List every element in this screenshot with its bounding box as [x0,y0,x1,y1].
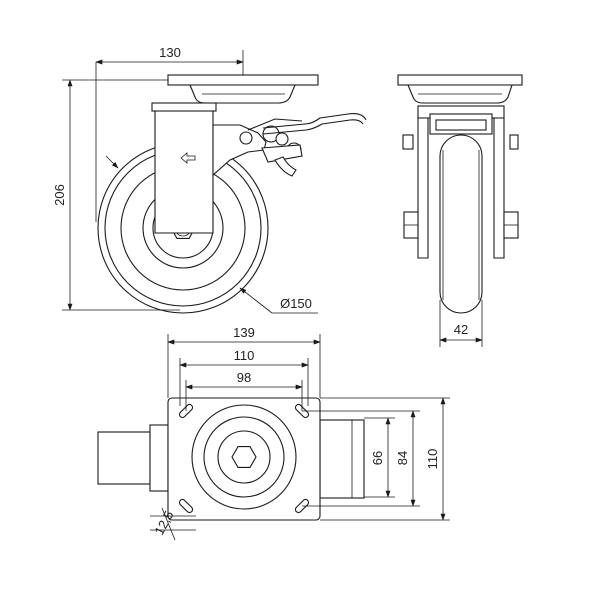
fork-top [151,102,217,112]
brand-logo [180,152,196,164]
front-view: 42 [397,74,523,347]
dim-66-label: 66 [370,451,385,465]
dim-139-label: 139 [233,325,255,340]
fork [154,107,214,234]
side-view: 130 206 Ø150 [52,45,367,314]
dim-110-horizontal-label: 110 [234,348,255,363]
kingpin-nut [231,446,257,468]
top-plate [167,74,319,86]
top-view: 139 110 98 66 84 110 12,5 [97,325,450,541]
front-top-plate [397,74,523,86]
dim-206-label: 206 [52,184,67,206]
wheel-front [439,134,483,314]
dim-98-label: 98 [237,370,251,385]
dim-130-label: 130 [159,45,181,60]
dim-diameter-label: Ø150 [280,296,312,311]
wheel-top-left [97,431,151,485]
dim-110-vertical-label: 110 [425,449,440,470]
brake-pedal-top [319,419,365,499]
dim-84-label: 84 [395,451,410,465]
brake-assembly [212,113,367,177]
dim-42-label: 42 [454,322,468,337]
